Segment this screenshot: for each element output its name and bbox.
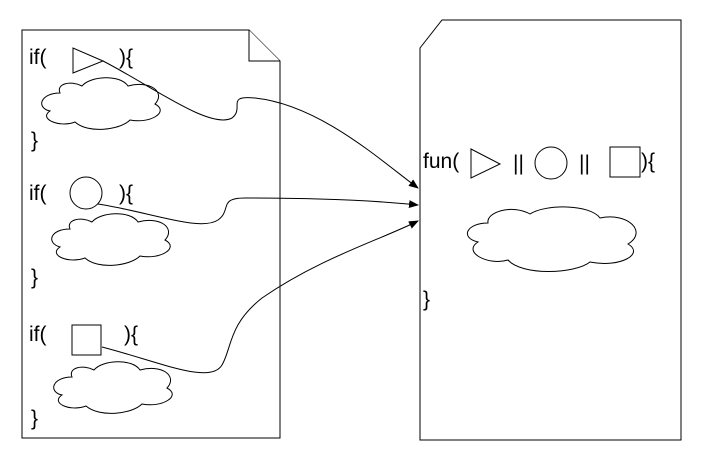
block-close-2: }: [31, 266, 38, 289]
cloud-shape-2: [51, 213, 171, 266]
param-triangle-shape: [470, 148, 502, 179]
block-close-3: }: [31, 407, 38, 430]
circle-shape-2: [69, 176, 103, 210]
block-close-1: }: [31, 129, 38, 152]
square-shape-3: [71, 324, 102, 356]
function-body-cloud: [466, 206, 637, 272]
if-block-1: if( ){ }: [29, 46, 161, 152]
if-close-3: ){: [124, 323, 138, 346]
connectors: [97, 60, 419, 374]
if-keyword-1: if(: [29, 46, 47, 69]
fun-close: ){: [641, 150, 655, 173]
if-keyword-3: if(: [29, 323, 47, 346]
left-document: if( ){ } if( ){ } if( ){ }: [21, 29, 281, 439]
if-keyword-2: if(: [29, 182, 47, 205]
connector-square-to-fun: [101, 220, 419, 374]
if-close-1: ){: [119, 46, 133, 69]
param-square-shape: [609, 146, 641, 178]
left-document-folded-corner: [248, 30, 280, 62]
function-signature: fun( || || ){: [423, 146, 655, 180]
param-circle-shape: [534, 146, 568, 180]
cloud-shape-3: [53, 361, 173, 414]
if-block-2: if( ){ }: [29, 176, 171, 289]
connector-circle-to-fun: [97, 197, 419, 225]
if-close-2: ){: [119, 182, 133, 205]
if-block-3: if( ){ }: [29, 323, 173, 430]
or-operator-1: ||: [513, 152, 524, 175]
triangle-shape-1: [72, 47, 105, 74]
right-document: fun( || || ){ }: [419, 19, 682, 441]
cloud-shape-1: [41, 77, 161, 130]
function-block-close: }: [423, 288, 430, 311]
or-operator-2: ||: [579, 152, 590, 175]
fun-keyword: fun(: [423, 150, 459, 173]
connector-triangle-to-fun: [102, 60, 419, 189]
